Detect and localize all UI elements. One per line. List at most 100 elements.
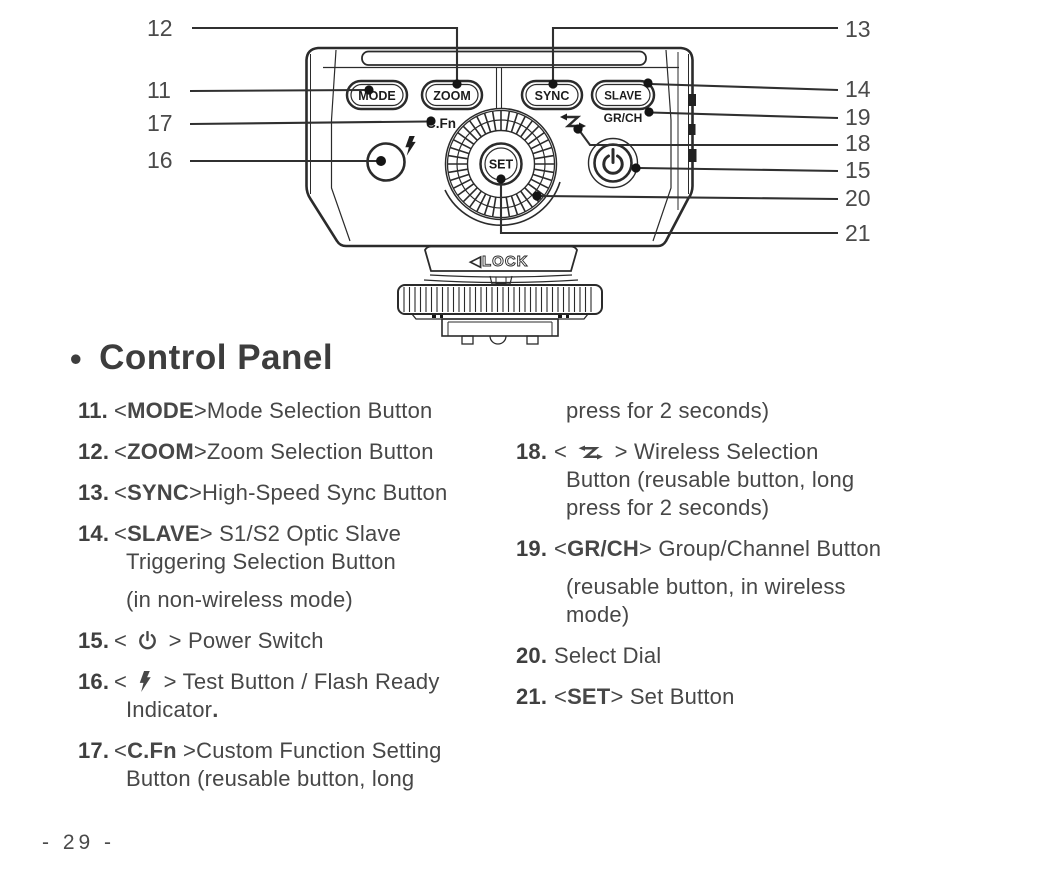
legend-item-text: <MODE>Mode Selection Button <box>114 397 520 425</box>
legend-text-segment: < <box>114 398 128 423</box>
legend-text-segment: C.Fn <box>127 738 177 763</box>
section-heading: • Control Panel <box>70 338 333 378</box>
legend-item-text: <ZOOM>Zoom Selection Button <box>114 438 520 466</box>
legend-text-segment: . <box>212 697 219 722</box>
callout-16: 16 <box>147 147 386 173</box>
heading-bullet: • <box>70 339 83 377</box>
slave-button-label: SLAVE <box>604 91 642 103</box>
legend-text-segment: (in non-wireless mode) <box>126 587 353 612</box>
power-icon <box>139 631 157 650</box>
flash-icon <box>140 671 152 692</box>
callout-11: 11 <box>147 77 374 103</box>
legend-text-segment: < <box>114 439 128 464</box>
lock-label: ◁LOCK <box>469 253 528 270</box>
legend-item-number: 15. <box>78 628 110 653</box>
legend-line: < > Wireless Selection <box>554 438 1016 466</box>
legend-item-text: Select Dial <box>554 642 1016 670</box>
callout-18: 18 <box>573 124 871 156</box>
locking-wheel <box>397 284 603 320</box>
zoom-button-label: ZOOM <box>433 89 471 103</box>
legend-text-segment: (reusable button, in wireless <box>566 574 846 599</box>
legend-item-number: 20. <box>516 643 548 668</box>
page-number: - 29 - <box>42 831 116 854</box>
legend-line: <GR/CH> Group/Channel Button <box>554 535 1016 563</box>
legend-text-segment: < <box>114 669 134 694</box>
side-buttons <box>688 94 697 162</box>
legend-text-segment: < <box>554 536 568 561</box>
legend-text-segment: MODE <box>127 398 194 423</box>
legend-item-number: 17. <box>78 738 110 763</box>
control-panel-diagram: MODE ZOOM SYNC SLAVE C.Fn GR/CH <box>147 15 871 345</box>
legend-line: <SLAVE> S1/S2 Optic Slave <box>114 520 520 548</box>
callout-17: 17 <box>147 110 436 136</box>
legend-item-text: < > Power Switch <box>114 627 520 655</box>
legend-item-number: 11. <box>78 398 108 423</box>
legend-line: <SET> Set Button <box>554 683 1016 711</box>
legend-text-segment: Triggering Selection Button <box>126 549 396 574</box>
legend-text-segment: < <box>554 684 568 709</box>
legend-item-number <box>516 397 554 425</box>
legend-line: <ZOOM>Zoom Selection Button <box>114 438 520 466</box>
flash-bolt-icon <box>405 136 416 156</box>
legend-text-segment: press for 2 seconds) <box>566 495 770 520</box>
legend-line: < > Test Button / Flash Ready <box>114 668 520 696</box>
legend-item-number: 16. <box>78 669 110 694</box>
mount-lock-ring: ◁LOCK <box>423 245 579 285</box>
svg-text:18: 18 <box>845 130 871 156</box>
svg-text:11: 11 <box>147 77 171 103</box>
legend-text-segment: < <box>114 521 128 546</box>
legend-item: 15.< > Power Switch <box>78 627 520 655</box>
callout-20: 20 <box>532 185 871 211</box>
legend-text-segment: > Set Button <box>610 684 735 709</box>
legend-line: <SYNC>High-Speed Sync Button <box>114 479 520 507</box>
legend-item: 21.<SET> Set Button <box>516 683 1016 711</box>
legend-text-segment: < <box>114 628 134 653</box>
legend-text-segment: < <box>114 738 128 763</box>
legend-text-segment: > Wireless Selection <box>608 439 819 464</box>
sync-button-label: SYNC <box>535 89 570 103</box>
svg-text:16: 16 <box>147 147 173 173</box>
flash-body <box>305 46 697 248</box>
grch-label: GR/CH <box>604 111 643 125</box>
legend-text-segment: SYNC <box>127 480 189 505</box>
callout-19: 19 <box>644 104 871 130</box>
legend-item-number: 13. <box>78 480 110 505</box>
legend-line: mode) <box>554 601 1016 629</box>
svg-text:20: 20 <box>845 185 871 211</box>
legend-line: Indicator. <box>114 696 520 724</box>
legend-line: Select Dial <box>554 642 1016 670</box>
legend-item-text: <GR/CH> Group/Channel Button (reusable bu… <box>554 535 1016 629</box>
wireless-icon <box>578 445 604 460</box>
legend-item-text: <SET> Set Button <box>554 683 1016 711</box>
svg-text:19: 19 <box>845 104 871 130</box>
legend-item: 11.<MODE>Mode Selection Button <box>78 397 520 425</box>
legend-text-segment: mode) <box>566 602 630 627</box>
legend-item-number: 18. <box>516 439 548 464</box>
callout-15: 15 <box>631 157 871 183</box>
legend-line: (reusable button, in wireless <box>554 573 1016 601</box>
legend-text-segment: GR/CH <box>567 536 639 561</box>
legend-item-number: 12. <box>78 439 110 464</box>
svg-text:12: 12 <box>147 15 173 41</box>
legend-line: press for 2 seconds) <box>554 397 1016 425</box>
legend-item-number: 14. <box>78 521 110 546</box>
hot-shoe-foot <box>441 318 559 345</box>
legend-line: press for 2 seconds) <box>554 494 1016 522</box>
legend-item-number: 21. <box>516 684 548 709</box>
legend-text-segment: SLAVE <box>127 521 200 546</box>
legend-text-segment: Button (reusable button, long <box>126 766 415 791</box>
legend-text-segment: > Test Button / Flash Ready <box>157 669 440 694</box>
set-button-label: SET <box>489 158 514 172</box>
legend-item: 19.<GR/CH> Group/Channel Button(reusable… <box>516 535 1016 629</box>
callout-14: 14 <box>643 76 871 102</box>
legend-text-segment: > Group/Channel Button <box>638 536 882 561</box>
legend-item-text: press for 2 seconds) <box>554 397 1016 425</box>
legend-line: Triggering Selection Button <box>114 548 520 576</box>
